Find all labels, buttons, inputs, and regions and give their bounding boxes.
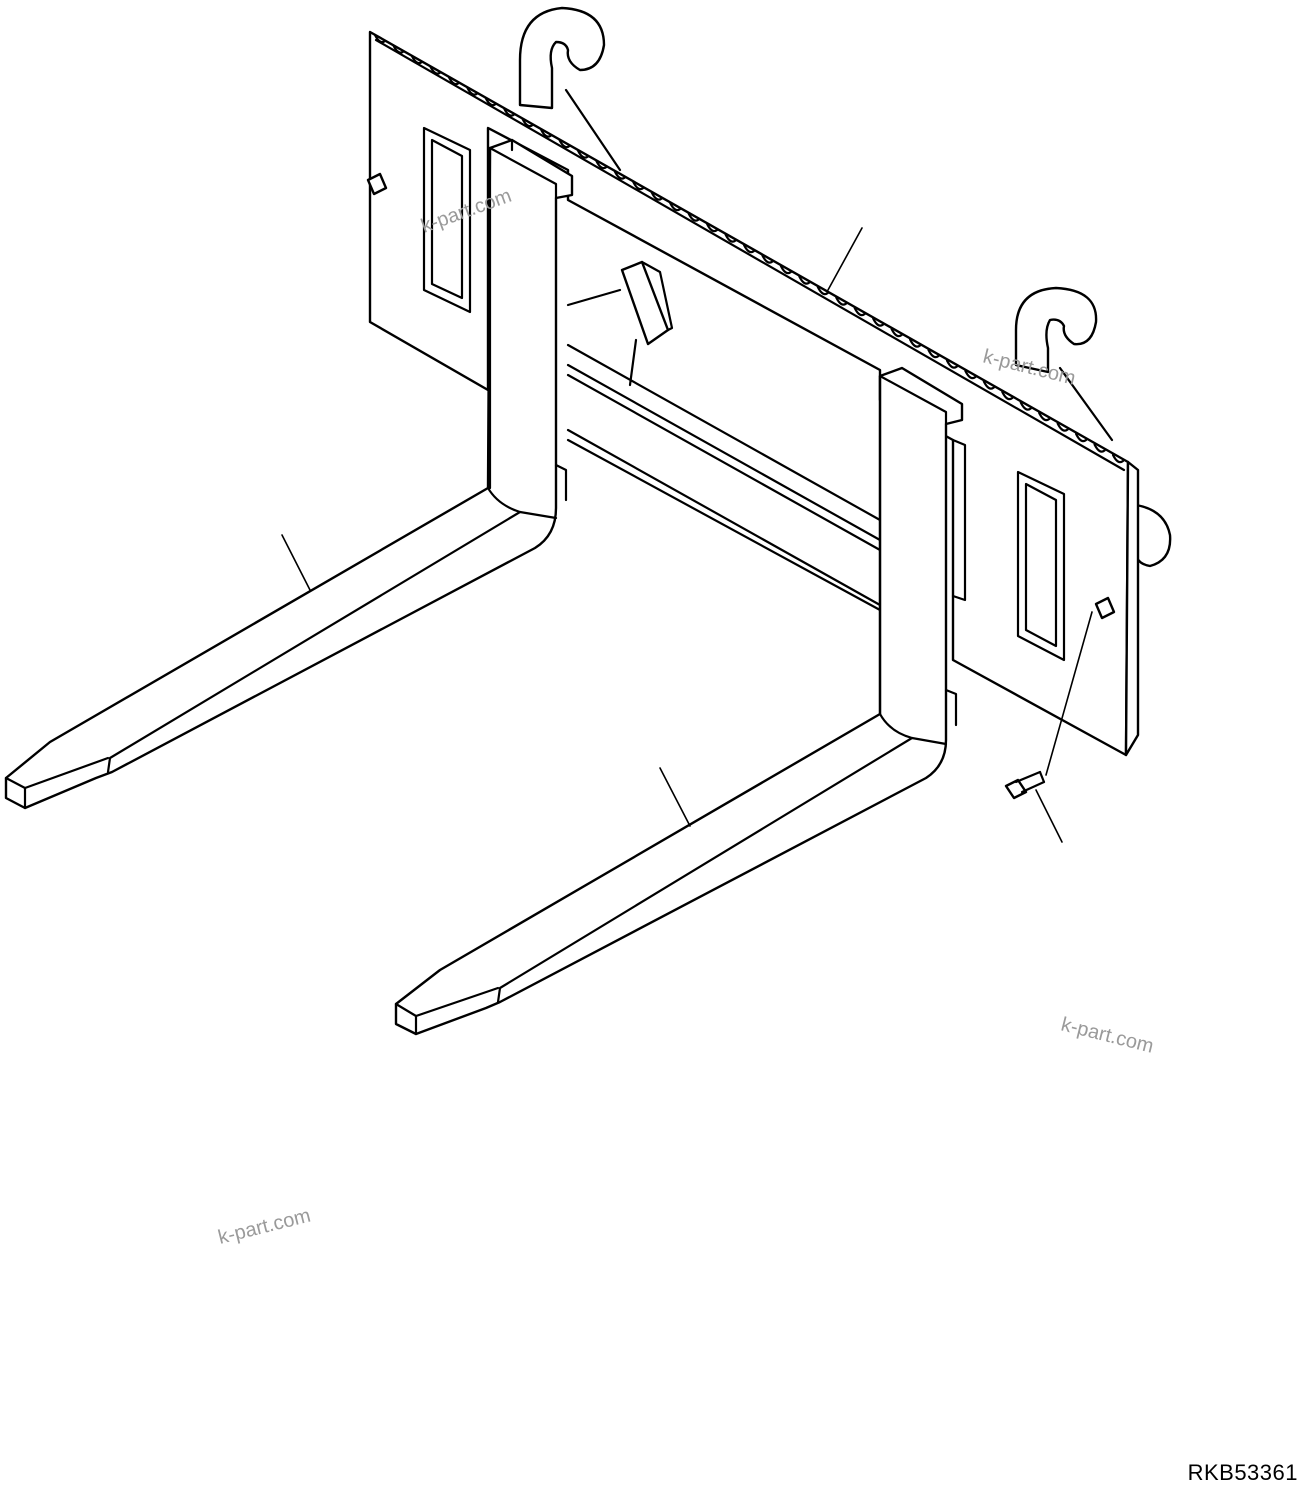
notch xyxy=(1001,390,1014,401)
notch xyxy=(410,54,423,65)
notch xyxy=(484,96,497,107)
notch xyxy=(927,348,940,359)
notch xyxy=(650,191,663,201)
notch xyxy=(632,180,645,191)
notch xyxy=(945,359,959,369)
notch xyxy=(466,86,479,96)
carriage-notches xyxy=(373,33,1125,464)
notch xyxy=(1111,453,1125,464)
notch xyxy=(669,201,682,212)
drawing-code: RKB53361 xyxy=(1187,1460,1298,1485)
notch xyxy=(373,33,387,44)
notch xyxy=(908,338,922,348)
notch xyxy=(595,159,608,170)
notch xyxy=(558,138,571,149)
notch xyxy=(1056,422,1069,432)
notch xyxy=(539,128,553,138)
bolt xyxy=(1004,611,1093,800)
notch xyxy=(724,233,737,243)
fork-left xyxy=(4,138,574,810)
notch xyxy=(1019,401,1032,411)
notch xyxy=(576,149,590,159)
leader-lines xyxy=(281,227,1063,843)
watermark-3: k-part.com xyxy=(1059,1014,1156,1058)
fork-carriage-frame xyxy=(366,30,1140,757)
notch xyxy=(798,275,811,285)
notch xyxy=(613,170,626,180)
notch xyxy=(503,107,516,117)
notch xyxy=(890,327,903,338)
notch xyxy=(429,65,442,75)
notch xyxy=(392,44,405,54)
fork-right xyxy=(394,366,964,1036)
notch xyxy=(964,369,977,380)
notch xyxy=(521,117,534,128)
hook-right xyxy=(1014,286,1172,568)
notch xyxy=(853,306,866,317)
notch xyxy=(1038,411,1051,422)
notch xyxy=(706,222,719,233)
notch xyxy=(447,75,460,86)
notch xyxy=(779,264,792,275)
notch xyxy=(1093,443,1106,453)
notch xyxy=(1075,432,1088,443)
watermark-4: k-part.com xyxy=(216,1205,313,1249)
notch xyxy=(687,212,700,222)
notch xyxy=(982,380,995,390)
notch xyxy=(816,285,829,296)
notch xyxy=(742,243,756,254)
notch xyxy=(872,317,885,327)
watermarks: k-part.com k-part.com k-part.com k-part.… xyxy=(216,185,1156,1249)
hook-left xyxy=(518,6,622,172)
notch xyxy=(761,254,774,264)
notch xyxy=(835,296,848,306)
